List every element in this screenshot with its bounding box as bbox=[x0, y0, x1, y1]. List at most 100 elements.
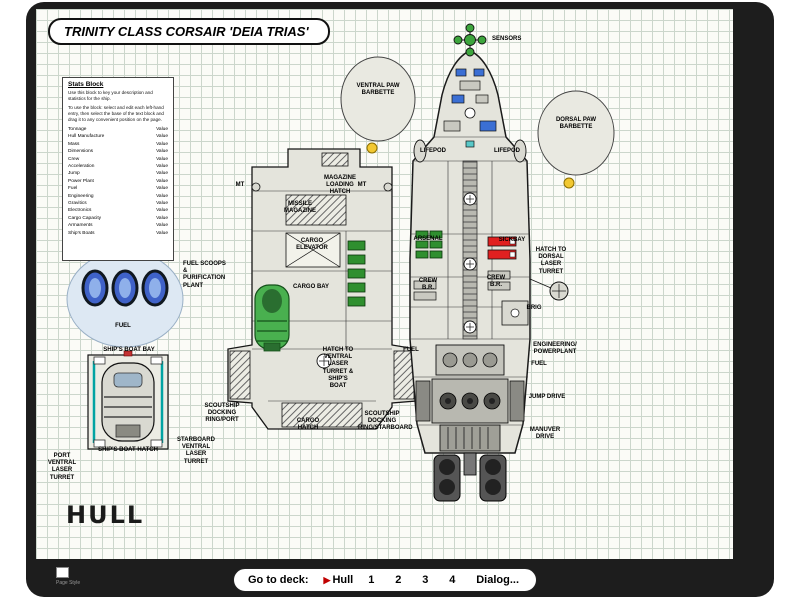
stats-block-title: Stats Block bbox=[68, 81, 104, 88]
deck-nav-prompt: Go to deck: bbox=[248, 574, 309, 586]
deck-plan-drawing bbox=[66, 23, 615, 502]
cargo-hatch-panel bbox=[281, 402, 363, 428]
label-cargo-bay: CARGO BAY bbox=[292, 284, 330, 290]
marker-dot-port bbox=[366, 142, 378, 154]
jump-drive-machinery bbox=[415, 378, 525, 424]
bridge-consoles bbox=[443, 68, 497, 148]
deck-button-hull[interactable]: ▶ Hull bbox=[323, 574, 354, 586]
corridor-hatches bbox=[463, 192, 477, 334]
mid-deck-structure bbox=[227, 148, 417, 430]
stowed-ships-boat bbox=[254, 284, 290, 352]
ventral-turret-hatch bbox=[316, 353, 332, 369]
label-sensors: SENSORS bbox=[492, 36, 522, 42]
label-hatch-dorsal-turret: HATCH TO DORSAL LASER TURRET bbox=[535, 247, 567, 275]
dorsal-laser-turret bbox=[529, 278, 569, 301]
label-sickbay: SICKBAY bbox=[498, 237, 526, 243]
label-ships-boat-hatch: SHIP'S BOAT HATCH bbox=[98, 447, 158, 453]
label-starboard-ventral-turret: STARBOARD VENTRAL LASER TURRET bbox=[177, 437, 215, 465]
missile-turret-port bbox=[251, 182, 261, 192]
brig-cell bbox=[501, 300, 529, 326]
deck-button-4[interactable]: 4 bbox=[449, 574, 456, 586]
label-fuel-mid: FUEL bbox=[403, 347, 419, 353]
label-fuel-scoops: FUEL SCOOPS & PURIFICATION PLANT bbox=[183, 261, 226, 289]
label-lifepod-port: LIFEPOD bbox=[419, 148, 446, 154]
app-window: TRINITY CLASS CORSAIR 'DEIA TRIAS' Stats… bbox=[26, 2, 774, 597]
label-fuel-starboard: FUEL bbox=[531, 361, 547, 367]
current-deck-marker-icon: ▶ bbox=[323, 574, 331, 585]
ships-boat bbox=[101, 362, 155, 442]
cargo-elevator-box bbox=[285, 232, 341, 268]
label-fuel-port: FUEL bbox=[115, 323, 131, 329]
label-cargo-hatch: CARGO HATCH bbox=[296, 418, 320, 432]
label-crew-br-starboard: CREW B.R. bbox=[486, 275, 506, 289]
page-style-tool[interactable]: Page Style bbox=[56, 567, 102, 586]
label-ventral-paw-barbette: VENTRAL PAW BARBETTE bbox=[356, 83, 400, 97]
missile-magazine-box bbox=[285, 194, 347, 226]
label-scoutship-ring-starboard: SCOUTSHIP DOCKING RING/STARBOARD bbox=[358, 411, 413, 432]
page-style-label: Page Style bbox=[56, 580, 81, 586]
central-corridor bbox=[462, 160, 478, 340]
label-mt-starboard: MT bbox=[357, 182, 367, 188]
engineering-machinery bbox=[435, 344, 505, 376]
page-style-swatch-icon[interactable] bbox=[56, 567, 69, 578]
label-scoutship-ring-port: SCOUTSHIP DOCKING RING/PORT bbox=[204, 403, 240, 424]
marker-dot-starboard bbox=[563, 177, 575, 189]
label-hatch-ventral-turret: HATCH TO VENTRAL LASER TURRET & SHIP'S B… bbox=[322, 347, 354, 389]
label-arsenal: ARSENAL bbox=[413, 236, 443, 242]
label-ships-boat-bay: SHIP'S BOAT BAY bbox=[103, 347, 155, 353]
thruster-clusters bbox=[433, 452, 507, 502]
ventral-paw-barbette-blob bbox=[340, 56, 416, 142]
label-magazine-loading-hatch: MAGAZINE LOADING HATCH bbox=[324, 175, 356, 196]
deckplan-page: TRINITY CLASS CORSAIR 'DEIA TRIAS' Stats… bbox=[36, 9, 733, 559]
ships-boat-bay bbox=[87, 350, 169, 450]
main-hull bbox=[366, 23, 575, 502]
deck-button-1[interactable]: 1 bbox=[368, 574, 375, 586]
deck-name-hull: HULL bbox=[66, 501, 145, 529]
ship-title: TRINITY CLASS CORSAIR 'DEIA TRIAS' bbox=[64, 24, 309, 39]
crew-bunks bbox=[413, 270, 511, 301]
missile-turret-starboard bbox=[383, 182, 393, 192]
label-crew-br-port: CREW B.R. bbox=[418, 278, 438, 292]
arsenal-crates bbox=[415, 230, 443, 259]
fuel-scoop-assembly bbox=[66, 250, 184, 348]
label-brig: BRIG bbox=[526, 305, 542, 311]
lifepod-starboard-pod bbox=[513, 139, 527, 163]
deck-button-2[interactable]: 2 bbox=[395, 574, 402, 586]
stats-block-para1: Use this block to key your description a… bbox=[68, 90, 153, 101]
stats-block-para2: To use the block: select and edit each l… bbox=[68, 104, 164, 122]
label-jump-drive: JUMP DRIVE bbox=[528, 394, 566, 400]
stats-block: Stats Block Use this block to key your d… bbox=[62, 77, 174, 261]
maneuver-drive-machinery bbox=[439, 424, 501, 452]
dialog-button[interactable]: Dialog... bbox=[476, 574, 519, 586]
label-engineering-powerplant: ENGINEERING/ POWERPLANT bbox=[533, 342, 577, 356]
docking-ring-port bbox=[229, 350, 251, 400]
lifepod-port-pod bbox=[413, 139, 427, 163]
cargo-crates bbox=[347, 240, 366, 307]
sickbay-beds bbox=[487, 236, 517, 260]
label-manuver-drive: MANUVER DRIVE bbox=[529, 427, 561, 441]
ship-title-box: TRINITY CLASS CORSAIR 'DEIA TRIAS' bbox=[48, 18, 330, 45]
label-lifepod-starboard: LIFEPOD bbox=[493, 148, 520, 154]
deck-navigation-bar: Go to deck: ▶ Hull 1 2 3 4 Dialog... bbox=[233, 568, 537, 592]
deck-button-3[interactable]: 3 bbox=[422, 574, 429, 586]
label-dorsal-paw-barbette: DORSAL PAW BARBETTE bbox=[555, 117, 597, 131]
sensor-array bbox=[453, 23, 487, 57]
label-mt-port: MT bbox=[235, 182, 245, 188]
label-missile-magazine: MISSILE MAGAZINE bbox=[284, 201, 316, 215]
label-port-ventral-turret: PORT VENTRAL LASER TURRET bbox=[47, 453, 77, 481]
dorsal-paw-barbette-blob bbox=[537, 90, 615, 176]
